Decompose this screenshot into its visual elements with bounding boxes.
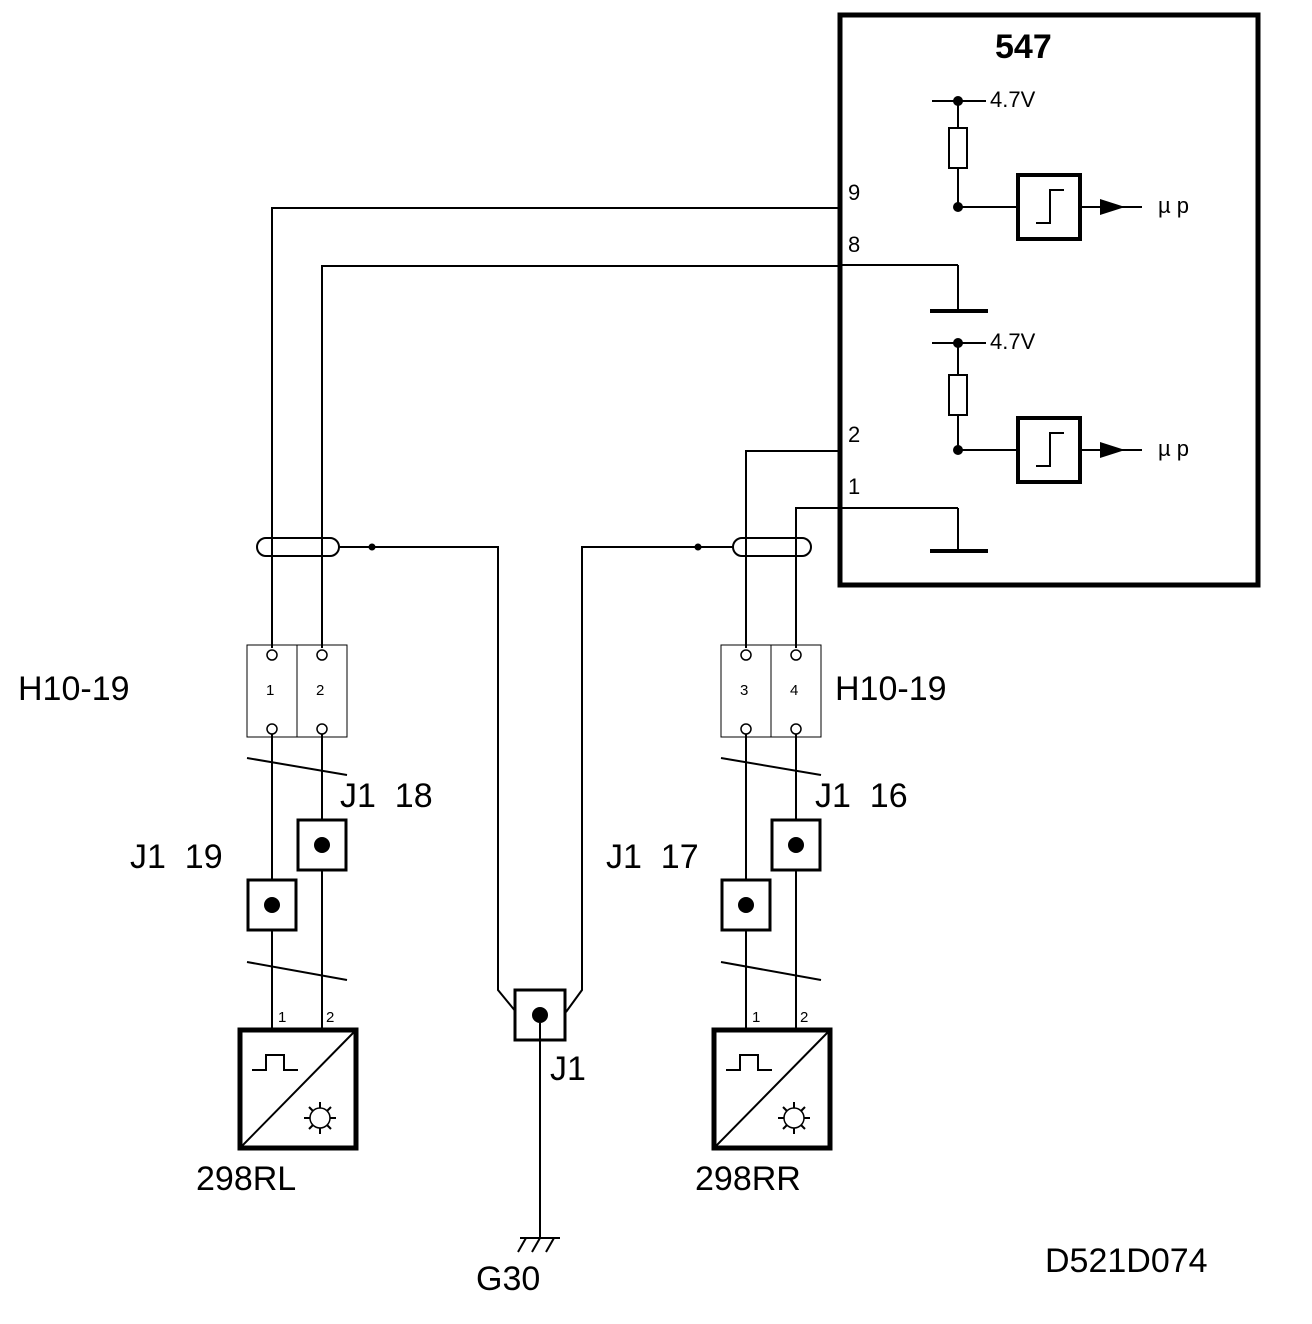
voltage-label-bottom: 4.7V: [990, 329, 1036, 354]
wiring: [256, 207, 840, 1013]
sensor-name-right: 298RR: [695, 1160, 801, 1198]
shield-sleeve-right: [732, 537, 812, 557]
sensor-pin-label: 1: [752, 1009, 760, 1026]
splice-j1-18: [296, 818, 348, 872]
connector-h10-19-left: 1 2 H10-19: [18, 644, 348, 738]
junction-label-j1-18: J1 18: [340, 777, 433, 815]
ecu-input-circuit-bottom: 4.7V µ p: [932, 329, 1189, 484]
ground-label-g30: G30: [476, 1260, 540, 1298]
sensor-box: [711, 1027, 833, 1151]
connector-pin-label: 4: [790, 682, 798, 699]
sensor-pin-label: 2: [326, 1009, 334, 1026]
output-label-top: µ p: [1158, 193, 1189, 218]
sensor-name-left: 298RL: [196, 1160, 296, 1198]
harness-left: J1 18 J1 19: [130, 734, 433, 1030]
sensor-298rr: 1 2 298RR: [695, 1009, 833, 1198]
connector-h10-19-right: 3 4 H10-19: [720, 644, 947, 738]
ecu-547: 547 4.7V µ p 4.7V: [837, 12, 1261, 588]
sensor-pin-label: 1: [278, 1009, 286, 1026]
pullup-resistor-bottom: [948, 374, 968, 416]
pin-label-9: 9: [848, 180, 860, 205]
harness-right: J1 16 J1 17: [606, 734, 908, 1030]
pin-label-8: 8: [848, 232, 860, 257]
pin-label-1: 1: [848, 474, 860, 499]
junction-label-j1: J1: [550, 1050, 586, 1088]
sensor-box: [237, 1027, 359, 1151]
shield-sleeve-left: [256, 537, 340, 557]
sprocket-icon: [778, 1102, 810, 1134]
ecu-input-circuit-top: 4.7V µ p: [932, 87, 1189, 241]
arrow-icon: [1100, 442, 1125, 458]
sensor-pin-label: 2: [800, 1009, 808, 1026]
connector-pin-label: 3: [740, 682, 748, 699]
pulse-icon: [726, 1054, 772, 1071]
pulse-icon: [252, 1054, 298, 1071]
pullup-resistor-top: [948, 127, 968, 169]
output-label-bottom: µ p: [1158, 436, 1189, 461]
connector-name-right: H10-19: [835, 670, 947, 708]
splice-j1-ground: J1 G30: [476, 988, 586, 1298]
arrow-icon: [1100, 199, 1125, 215]
document-id: D521D074: [1045, 1242, 1208, 1280]
voltage-label-top: 4.7V: [990, 87, 1036, 112]
connector-pin-label: 2: [316, 682, 324, 699]
junction-label-j1-16: J1 16: [815, 777, 908, 815]
pin-label-2: 2: [848, 422, 860, 447]
ecu-label: 547: [995, 28, 1052, 66]
junction-label-j1-19: J1 19: [130, 838, 223, 876]
ecu-box: [837, 12, 1261, 588]
connector-pin-label: 1: [266, 682, 274, 699]
connector-name-left: H10-19: [18, 670, 130, 708]
junction-label-j1-17: J1 17: [606, 838, 699, 876]
sprocket-icon: [304, 1102, 336, 1134]
sensor-298rl: 1 2 298RL: [196, 1009, 359, 1198]
